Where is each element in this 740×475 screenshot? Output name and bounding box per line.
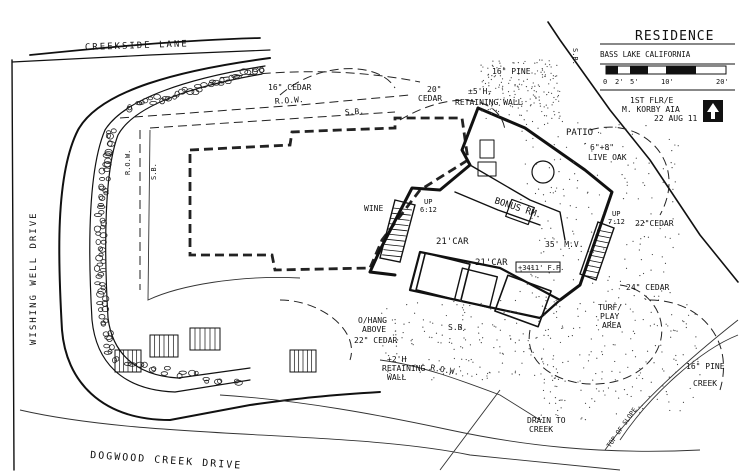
tree-label: 16" PINE — [492, 67, 531, 76]
label: TOP OF SLOPE — [605, 406, 639, 449]
title-location: BASS LAKE CALIFORNIA — [600, 50, 691, 59]
label: AREA — [602, 321, 621, 330]
label: UP — [612, 210, 620, 218]
label: +2'H — [387, 355, 406, 364]
upper-floor-outline — [188, 116, 470, 272]
label: PLAY — [600, 312, 619, 321]
creekside-lane-edge — [29, 37, 261, 56]
scale-tick-labels: 0 2' 5' 10' 20' — [603, 78, 729, 86]
room-label: 35' M.V. — [545, 240, 584, 249]
site-outer-curve — [58, 57, 381, 421]
tree-label: 22" CEDAR — [354, 336, 398, 345]
title-name: RESIDENCE — [635, 29, 714, 44]
label: R.O.W. — [275, 95, 304, 106]
tree-label: CEDAR — [418, 94, 442, 103]
label: WALL — [387, 373, 406, 382]
label: CREEK — [529, 425, 553, 434]
label: O/HANG — [358, 316, 387, 325]
tree-label: 16" PINE — [686, 362, 725, 371]
title-floor: 1ST FLR/E — [630, 96, 674, 105]
scale-tick-label: 20' — [716, 78, 729, 86]
label: RETAINING — [382, 364, 426, 373]
tree-label: CREEK — [693, 379, 717, 388]
scale-tick-label: 10' — [661, 78, 674, 86]
label: S.B. — [571, 48, 579, 65]
label: S.B. — [150, 163, 158, 180]
room-label: 21'CAR — [475, 258, 508, 268]
label: 7:12 — [608, 218, 625, 226]
label: TURF/ — [598, 303, 622, 312]
tree-label: 24" CEDAR — [626, 283, 670, 292]
tree-label: 6"+8" — [590, 143, 614, 152]
stair-left — [379, 199, 416, 263]
label: RETAINING WALL — [455, 98, 523, 107]
label: R.O.W. — [124, 150, 132, 175]
stair-right — [579, 221, 615, 281]
house-walls — [368, 106, 614, 328]
tree-label: 16" CEDAR — [268, 83, 312, 92]
scale-tick-label: 2' — [615, 78, 623, 86]
retaining-wall-north — [219, 71, 421, 83]
property-line-north — [11, 49, 271, 63]
tree-label: 22"CEDAR — [635, 219, 674, 228]
label: ±5'H. — [468, 87, 492, 96]
label: 6:12 — [420, 206, 437, 214]
southwest-steps — [114, 327, 317, 373]
scale-bar — [600, 63, 735, 91]
scale-tick-label: 5' — [630, 78, 638, 86]
stone-wall-inner — [89, 65, 266, 393]
label: S.B. — [345, 107, 365, 117]
title-designer: M. KORBY AIA — [622, 105, 680, 114]
contour-lines — [19, 319, 739, 471]
scale-tick-label: 0 — [603, 78, 607, 86]
title-date: 22 AUG 11 — [654, 114, 698, 123]
floor-elevation: +3411' F.F. — [518, 264, 564, 272]
stone-wall-pebbles — [93, 66, 265, 386]
room-label: 21'CAR — [436, 237, 469, 247]
room-label: WINE — [364, 204, 383, 213]
property-line-east — [547, 21, 739, 283]
sb-line-north — [149, 111, 396, 129]
tree-canopies — [279, 68, 724, 391]
stone-wall-outer — [105, 73, 263, 379]
street-label-south: DOGWOOD CREEK DRIVE — [90, 450, 243, 472]
label: ABOVE — [362, 325, 386, 334]
west-boundary-line — [11, 59, 15, 471]
label: UP — [424, 198, 432, 206]
room-label: PATIO — [566, 128, 593, 138]
setback-west — [147, 129, 301, 301]
label: S.B. — [448, 323, 467, 332]
tree-label: LIVE OAK — [588, 153, 627, 162]
north-arrow-icon — [703, 100, 723, 122]
street-label-west: WISHING WELL DRIVE — [29, 211, 39, 345]
tree-label: 20" — [427, 85, 441, 94]
label: DRAIN TO — [527, 416, 566, 425]
row-line-north — [119, 94, 411, 119]
site-stipple — [381, 59, 701, 421]
street-label-north: CREEKSIDE LANE — [85, 39, 189, 53]
